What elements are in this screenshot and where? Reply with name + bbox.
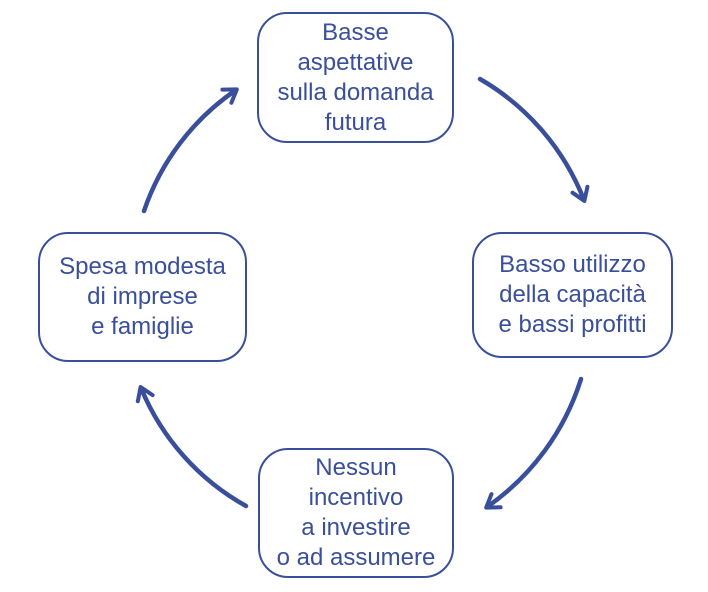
node-spesa-modesta-label: Spesa modesta di imprese e famiglie (59, 253, 226, 340)
node-basso-utilizzo-label: Basso utilizzo della capacità e bassi pr… (498, 251, 647, 338)
node-spesa-modesta: Spesa modesta di imprese e famiglie (38, 232, 247, 362)
arrow-left-to-top-icon (141, 87, 239, 214)
node-basso-utilizzo: Basso utilizzo della capacità e bassi pr… (472, 232, 673, 358)
node-basse-aspettative-label: Basse aspettative sulla domanda futura (277, 18, 434, 136)
node-nessun-incentivo-label: Nessun incentivo a investire o ad assume… (276, 454, 436, 571)
arrow-right-to-bottom-icon (484, 376, 584, 510)
node-basse-aspettative: Basse aspettative sulla domanda futura (257, 12, 454, 143)
arrow-bottom-to-left-icon (135, 385, 249, 509)
arrow-top-to-right-icon (477, 76, 590, 203)
node-nessun-incentivo: Nessun incentivo a investire o ad assume… (258, 448, 454, 578)
